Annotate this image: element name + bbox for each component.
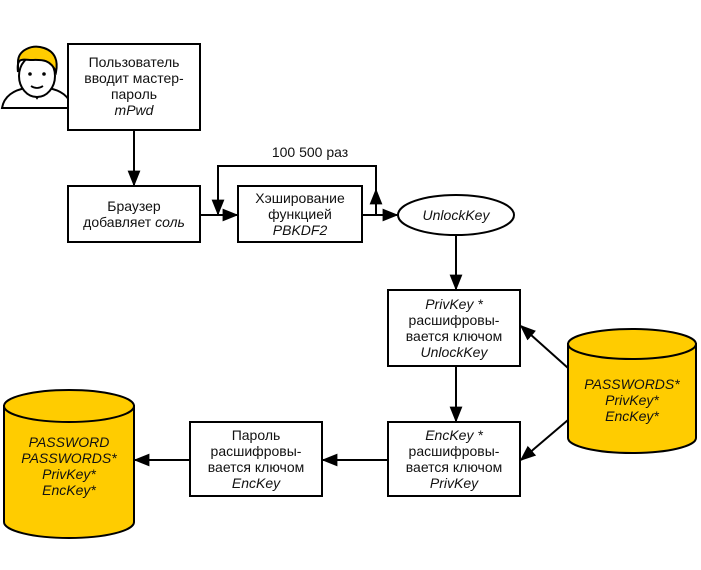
- user-input-label: Пользователь вводит мастер- пароль mPwd: [84, 54, 184, 118]
- user-icon: [0, 45, 74, 109]
- browser-salt-box: [67, 185, 201, 243]
- enckey-decrypt-label: EncKey * расшифровы- вается ключом PrivK…: [405, 427, 503, 491]
- local-storage-cylinder: [3, 389, 135, 539]
- browser-salt-label: Браузер добавляет соль: [83, 198, 185, 230]
- server-storage-label: PASSWORDS* PrivKey* EncKey*: [584, 376, 680, 424]
- arrow-storage-to-enckey: [519, 419, 569, 462]
- loop-label: 100 500 раз: [271, 144, 349, 160]
- hashing-label: Хэширование функцией PBKDF2: [255, 190, 345, 238]
- password-decrypt-label: Пароль расшифровы- вается ключом EncKey: [207, 427, 305, 491]
- user-input-box: [67, 43, 201, 131]
- unlock-key-label: UnlockKey: [422, 207, 490, 223]
- arrow-storage-to-privkey: [519, 324, 569, 369]
- server-storage-cylinder: [567, 328, 697, 454]
- local-storage-label: PASSWORD PASSWORDS* PrivKey* EncKey*: [21, 434, 117, 498]
- privkey-decrypt-label: PrivKey * расшифровы- вается ключом Unlo…: [405, 296, 503, 360]
